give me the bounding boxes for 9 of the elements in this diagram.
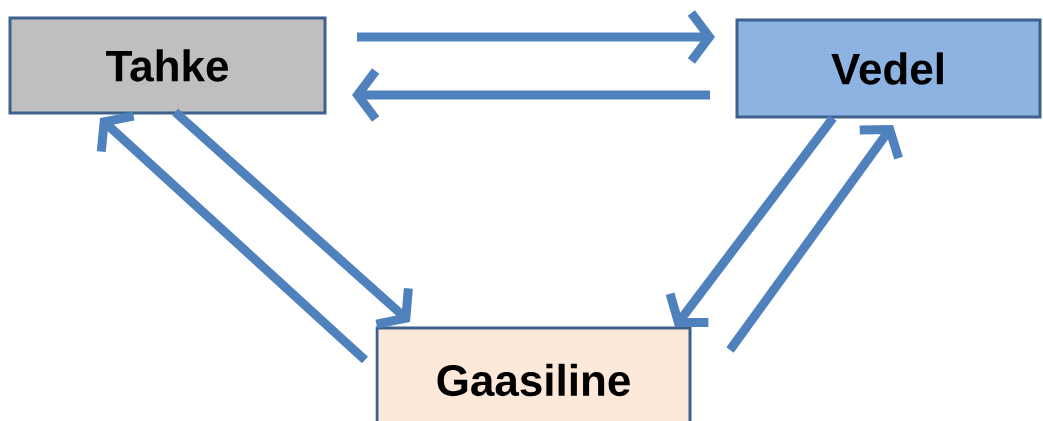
arrow [357,10,715,64]
arrow [352,68,710,122]
arrow [172,108,413,329]
arrow [665,115,837,328]
arrow [726,125,903,353]
arrow [96,111,369,364]
state-box: Tahke [8,16,327,115]
state-box: Gaasiline [375,326,692,421]
state-box: Vedel [735,18,1042,119]
